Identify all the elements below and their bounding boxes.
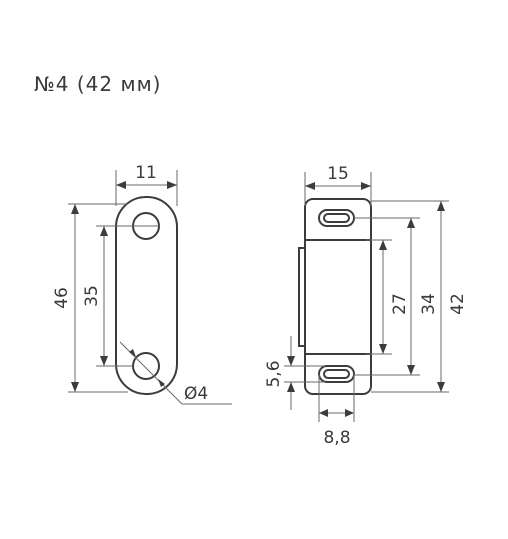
drawing-title: №4 (42 мм): [34, 72, 161, 96]
height-label: 46: [52, 287, 72, 309]
bottom-slot-inner: [323, 369, 350, 379]
arrow-head: [116, 181, 126, 189]
arrow-head: [71, 382, 79, 392]
arrow-head: [407, 365, 415, 375]
arrow-head: [100, 226, 108, 236]
arrow-head: [379, 240, 387, 250]
arrow-head: [287, 382, 295, 392]
arrow-head: [437, 201, 445, 211]
arrow-head: [158, 379, 165, 387]
arrow-head: [167, 181, 177, 189]
arrow-head: [287, 356, 295, 366]
arrow-head: [361, 182, 371, 190]
arrow-head: [437, 382, 445, 392]
magnet-side-strip: [298, 247, 306, 347]
spacing-label: 35: [82, 285, 102, 307]
magnet-body-outline: [115, 196, 178, 395]
bottom-hole: [132, 352, 160, 380]
arrow-head: [305, 182, 315, 190]
slot-width-label: 8,8: [323, 428, 350, 448]
arrow-head: [345, 409, 354, 417]
arrow-head: [407, 218, 415, 228]
arrow-head: [71, 204, 79, 214]
diameter-label: Ø4: [184, 384, 208, 404]
inner-height-label: 34: [419, 293, 439, 315]
arrow-head: [129, 349, 136, 357]
right-view: 15 27 34 42 5,6 8,8: [264, 164, 468, 448]
top-slot-inner: [323, 213, 350, 223]
arrow-head: [319, 409, 328, 417]
arrow-head: [100, 356, 108, 366]
total-height-label: 42: [448, 293, 468, 315]
width-label: 15: [327, 164, 349, 184]
slot-spacing-label: 27: [390, 293, 410, 315]
mount-plate-outline: [304, 198, 372, 395]
arrow-head: [379, 344, 387, 354]
slot-height-label: 5,6: [264, 360, 284, 387]
width-label: 11: [135, 163, 157, 183]
left-view: 11 46 35 Ø4: [52, 163, 232, 405]
